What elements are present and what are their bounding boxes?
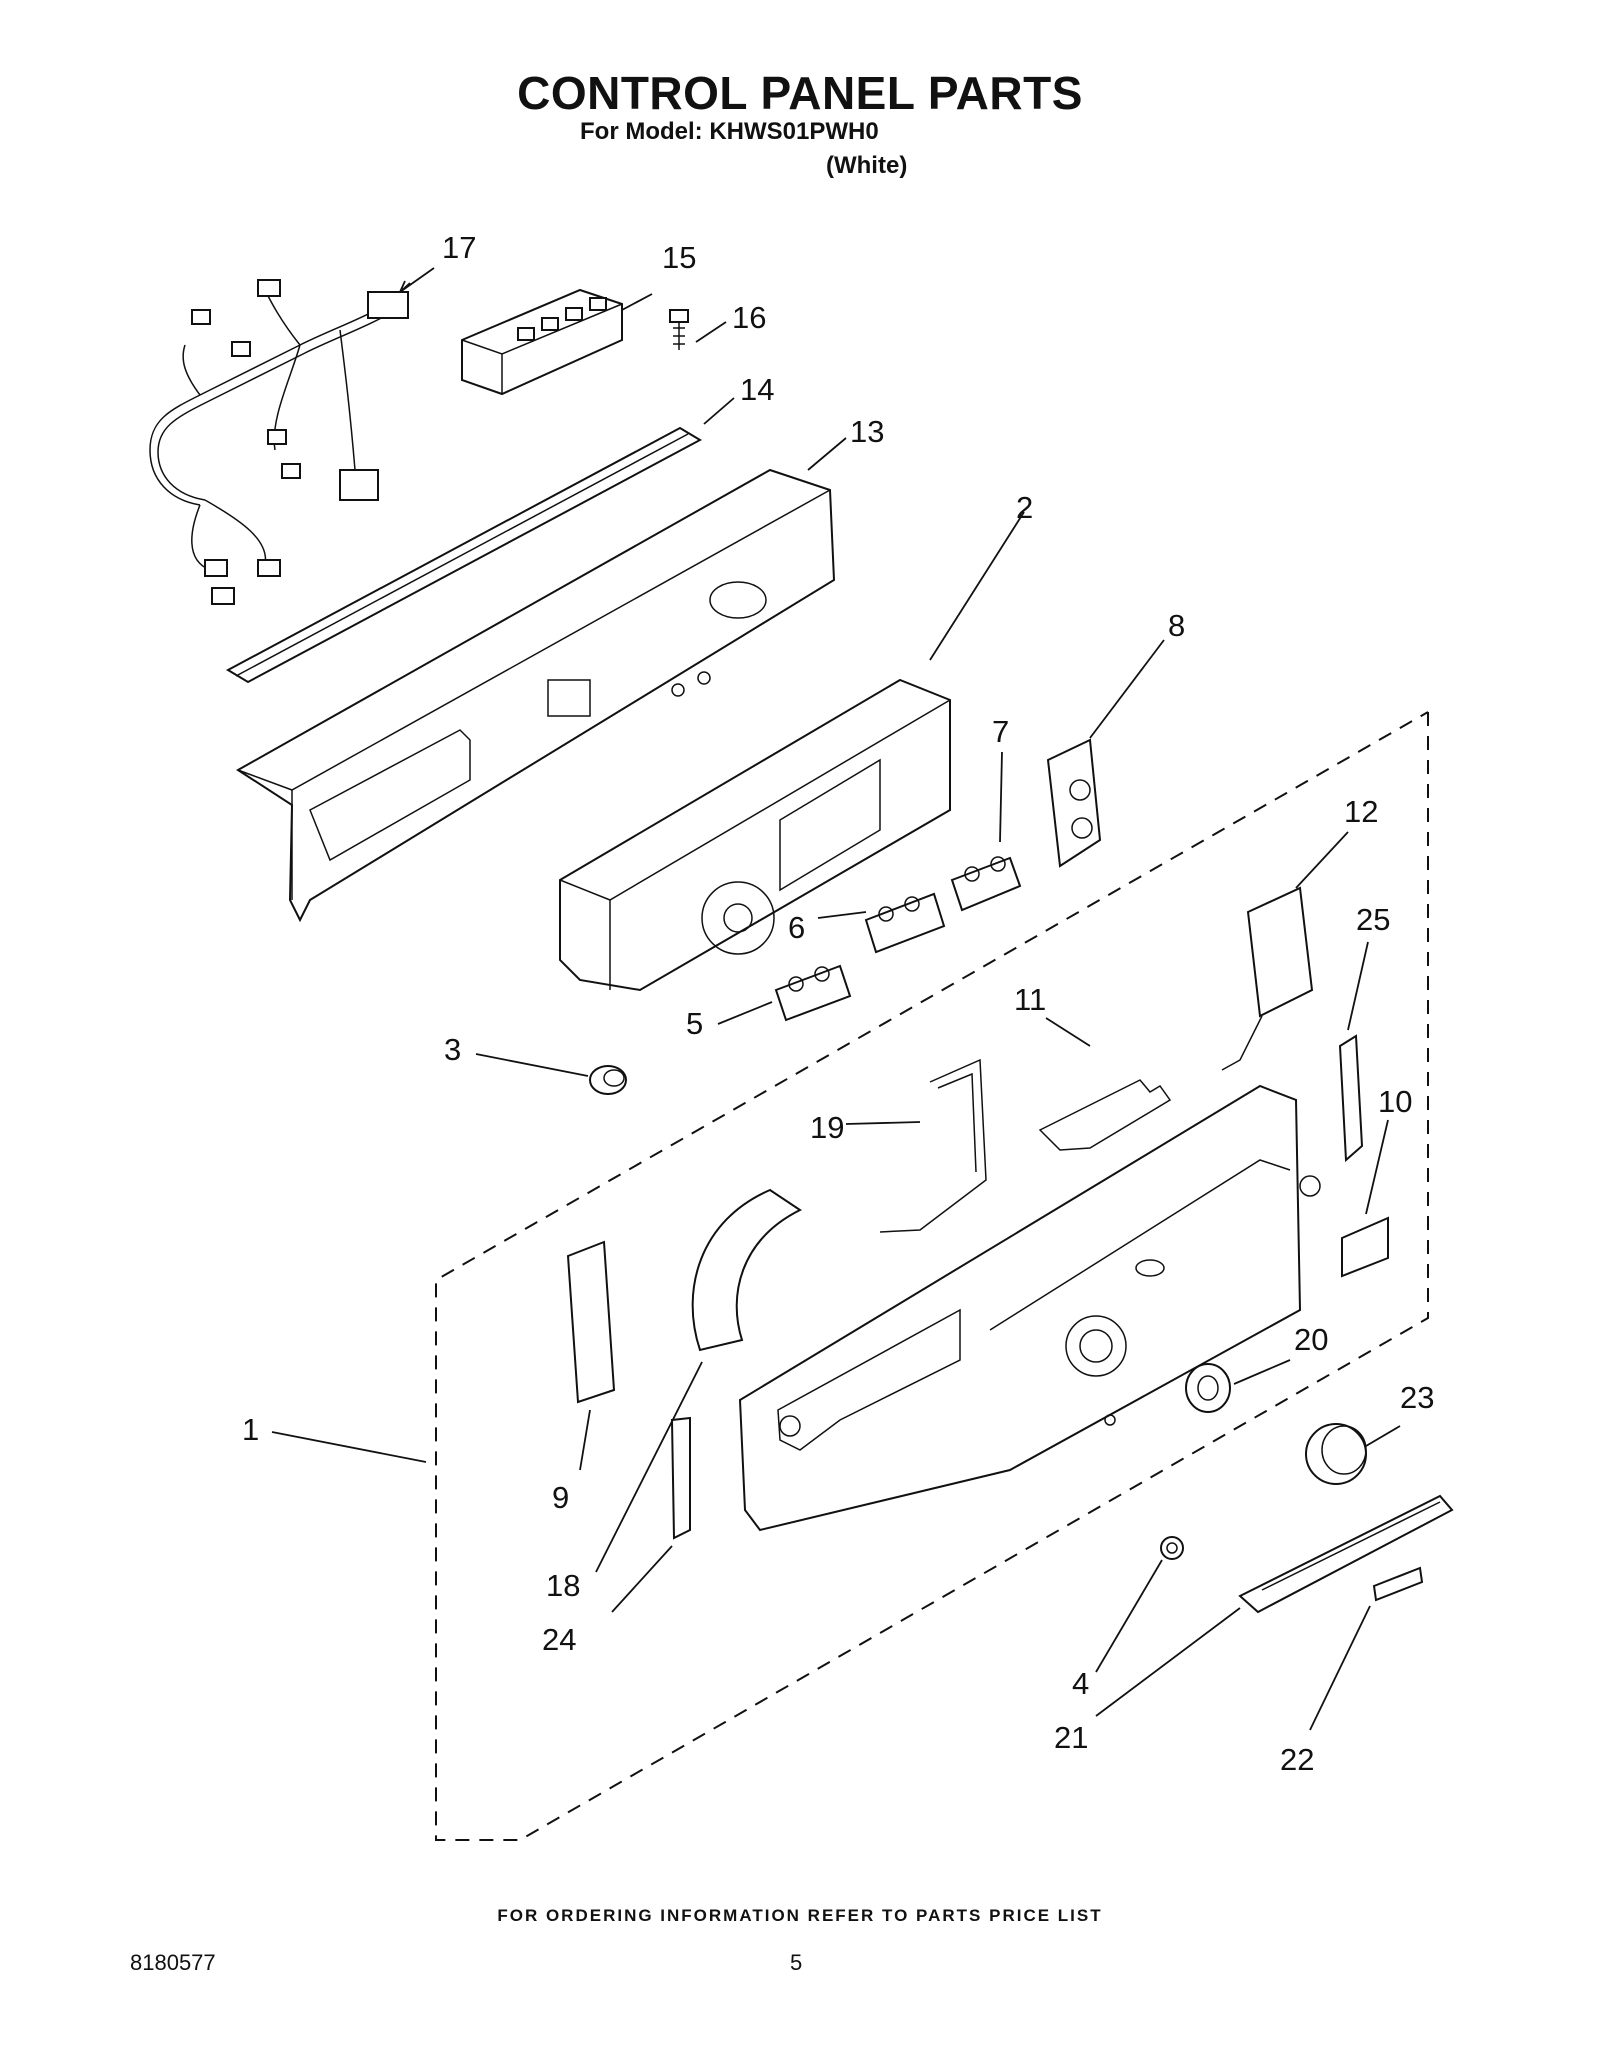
screw-part — [669, 309, 689, 350]
switch-bracket-part — [1046, 738, 1102, 868]
callout-19: 19 — [810, 1110, 844, 1145]
switch-7-part — [950, 856, 1022, 912]
page-number: 5 — [790, 1950, 803, 1975]
assembly-boundary — [435, 711, 1429, 1841]
electronic-control-part — [559, 678, 951, 992]
bezel-ring-part — [1185, 1363, 1231, 1413]
callout-25: 25 — [1356, 902, 1390, 937]
callout-17: 17 — [442, 230, 476, 265]
nameplate-22-part — [1372, 1566, 1424, 1602]
callout-21: 21 — [1054, 1720, 1088, 1755]
page-title: CONTROL PANEL PARTS — [517, 67, 1083, 119]
callout-4: 4 — [1072, 1666, 1089, 1701]
label-10-part — [1341, 1216, 1389, 1278]
callout-13: 13 — [850, 414, 884, 449]
wire-harness-part — [149, 279, 409, 605]
callout-5: 5 — [686, 1006, 703, 1041]
lightpipe-11-part — [1038, 1079, 1172, 1151]
callout-1: 1 — [242, 1412, 259, 1447]
model-line: For Model: KHWS01PWH0 — [580, 118, 879, 145]
document-number: 8180577 — [130, 1950, 216, 1975]
callout-8: 8 — [1168, 608, 1185, 643]
trim-25-part — [1338, 1034, 1364, 1163]
lightpipe-19-part — [879, 1058, 987, 1233]
nut-part — [1160, 1536, 1184, 1560]
switch-block-part — [461, 288, 623, 396]
leader-lines — [271, 267, 1401, 1731]
callout-11: 11 — [1014, 982, 1046, 1017]
switch-strip-9-part — [566, 1240, 616, 1404]
ring-switch-18-part — [691, 1188, 802, 1352]
callout-22: 22 — [1280, 1742, 1314, 1777]
switch-12-part — [1221, 886, 1314, 1071]
callout-18: 18 — [546, 1568, 580, 1603]
bracket-rail-part — [225, 426, 703, 684]
callout-16: 16 — [732, 300, 766, 335]
callout-14: 14 — [740, 372, 774, 407]
callout-7: 7 — [992, 714, 1009, 749]
control-console-part — [236, 468, 836, 923]
callout-3: 3 — [444, 1032, 461, 1067]
callout-23: 23 — [1400, 1380, 1434, 1415]
console-panel-part — [738, 1084, 1321, 1532]
callout-12: 12 — [1344, 794, 1378, 829]
callout-9: 9 — [552, 1480, 569, 1515]
knob-insert-part — [589, 1065, 627, 1095]
callout-20: 20 — [1294, 1322, 1328, 1357]
knob-23-part — [1305, 1423, 1367, 1485]
handle-21-part — [1238, 1494, 1454, 1614]
callout-6: 6 — [788, 910, 805, 945]
switch-6-part — [864, 892, 946, 954]
trim-24-part — [670, 1416, 691, 1540]
callout-10: 10 — [1378, 1084, 1412, 1119]
callout-15: 15 — [662, 240, 696, 275]
color-line: (White) — [826, 152, 908, 179]
switch-5-part — [774, 964, 852, 1022]
ordering-note: FOR ORDERING INFORMATION REFER TO PARTS … — [497, 1906, 1103, 1925]
callout-24: 24 — [542, 1622, 576, 1657]
callout-2: 2 — [1016, 490, 1033, 525]
